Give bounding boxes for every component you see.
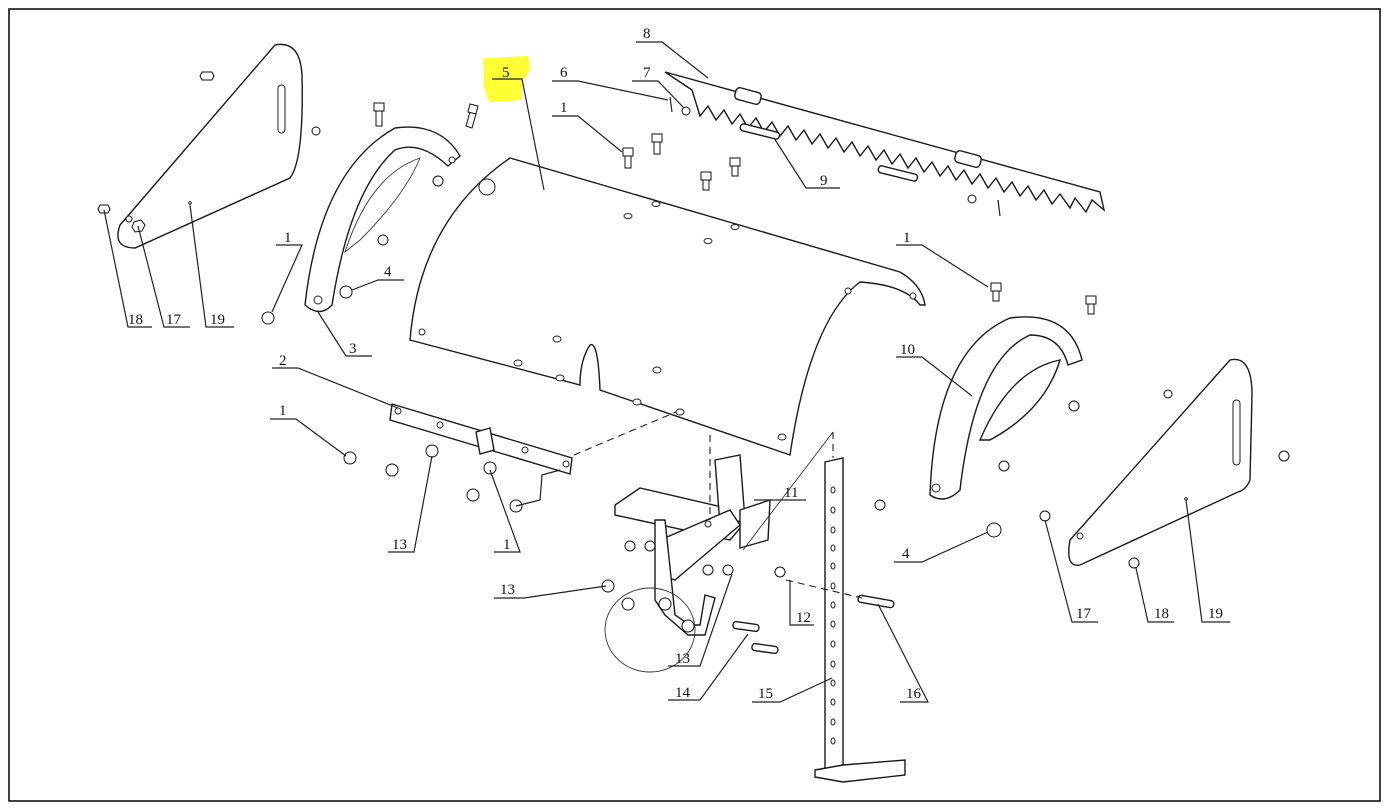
callout-19-right: 19 — [1208, 606, 1223, 622]
callout-1-top: 1 — [560, 100, 568, 116]
right-side-plate — [986, 358, 1290, 569]
callout-19-left: 19 — [210, 312, 225, 328]
callout-4-right: 4 — [902, 546, 910, 562]
comb-bar — [664, 71, 1106, 214]
callout-12: 12 — [796, 610, 811, 626]
callout-4-left: 4 — [384, 264, 392, 280]
callout-6: 6 — [560, 65, 568, 81]
callout-13-lower: 13 — [675, 651, 690, 667]
callout-18-left: 18 — [128, 312, 143, 328]
mount-bar — [343, 403, 573, 513]
hardware-lower — [732, 566, 895, 655]
diagram-border — [8, 8, 1381, 802]
callout-11: 11 — [784, 485, 798, 501]
pins — [622, 96, 1001, 217]
callout-10: 10 — [900, 342, 915, 358]
left-side-plate — [97, 43, 321, 249]
left-shield — [261, 102, 479, 325]
callout-labels: 8 5 6 7 1 9 1 4 18 17 19 3 1 2 1 10 11 1… — [128, 26, 1223, 702]
right-shield — [874, 282, 1097, 511]
callout-1-bottom: 1 — [503, 537, 511, 553]
assembly-lines — [573, 411, 863, 599]
callout-7: 7 — [643, 65, 651, 81]
callout-14: 14 — [675, 685, 691, 701]
callout-17-left: 17 — [166, 312, 182, 328]
callout-15: 15 — [758, 686, 773, 702]
callout-13-left: 13 — [392, 537, 407, 553]
callout-leaders — [103, 41, 1230, 703]
bracket — [601, 454, 771, 673]
callout-9: 9 — [820, 173, 828, 189]
callout-1-right: 1 — [903, 230, 911, 246]
main-cover — [409, 157, 926, 456]
callout-1-left: 1 — [284, 230, 292, 246]
callout-1-mid: 1 — [279, 403, 287, 419]
callout-2: 2 — [279, 353, 287, 369]
post — [814, 457, 906, 783]
callout-8: 8 — [643, 26, 651, 42]
callout-17-right: 17 — [1076, 606, 1092, 622]
callout-18-right: 18 — [1154, 606, 1169, 622]
callout-3: 3 — [349, 341, 357, 357]
callout-16: 16 — [906, 686, 922, 702]
callout-13-mid: 13 — [500, 582, 515, 598]
callout-5: 5 — [502, 65, 510, 81]
